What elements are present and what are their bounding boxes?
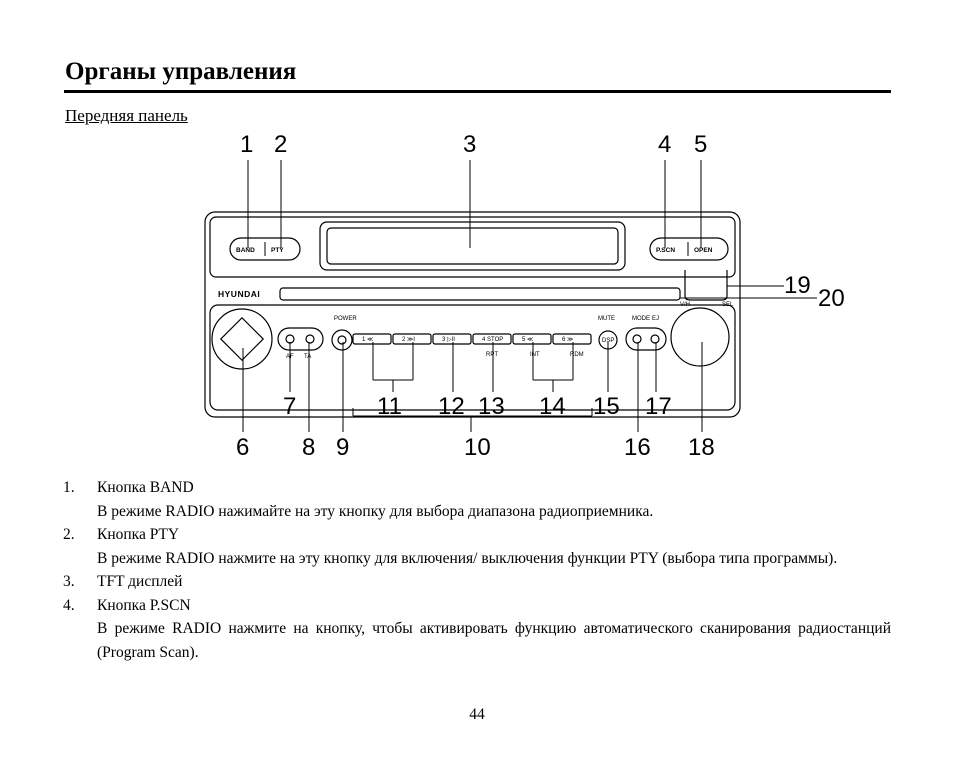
power-button xyxy=(331,329,353,351)
power-label: POWER xyxy=(334,316,357,322)
callout-15: 15 xyxy=(593,393,620,420)
list-item: 4. Кнопка P.SCN В режиме RADIO нажмите н… xyxy=(63,594,891,665)
dsp-label: DSP xyxy=(602,338,614,344)
panel-body xyxy=(204,211,741,418)
joystick-knob xyxy=(211,308,273,370)
ta-label: TA xyxy=(304,354,311,360)
sel-label: SEL xyxy=(722,302,734,308)
callout-2: 2 xyxy=(274,131,287,158)
preset-label-1: 1 ≪ xyxy=(362,337,373,343)
preset-button-5 xyxy=(512,333,552,345)
ej-label: EJ xyxy=(652,316,659,322)
callout-13: 13 xyxy=(478,393,505,420)
volume-knob xyxy=(670,307,730,367)
panel-lower-section xyxy=(209,304,736,411)
ej-button-dot xyxy=(650,334,660,344)
title-rule xyxy=(64,90,891,93)
callout-5: 5 xyxy=(694,131,707,158)
preset-button-4 xyxy=(472,333,512,345)
callout-8: 8 xyxy=(302,434,315,461)
section-subtitle: Передняя панель xyxy=(65,106,188,125)
af-ta-capsule xyxy=(277,327,324,351)
callout-9: 9 xyxy=(336,434,349,461)
band-label: BAND xyxy=(236,247,255,254)
preset-label-5: 5 ≪ xyxy=(522,337,533,343)
callout-7: 7 xyxy=(283,393,296,420)
item-description: В режиме RADIO нажмите на эту кнопку для… xyxy=(97,549,838,567)
page-number: 44 xyxy=(469,706,485,723)
item-number: 3. xyxy=(63,573,75,590)
callout-17: 17 xyxy=(645,393,672,420)
mode-label: MODE xyxy=(632,316,650,322)
item-description: В режиме RADIO нажимайте на эту кнопку д… xyxy=(97,502,654,520)
controls-list: 1. Кнопка BAND В режиме RADIO нажимайте … xyxy=(63,476,891,664)
callout-10: 10 xyxy=(464,434,491,461)
callout-4: 4 xyxy=(658,131,671,158)
pscn-label: P.SCN xyxy=(656,247,675,254)
preset-button-1 xyxy=(352,333,392,345)
list-item: 1. Кнопка BAND В режиме RADIO нажимайте … xyxy=(63,476,891,523)
open-label: OPEN xyxy=(694,247,713,254)
list-item: 2. Кнопка PTY В режиме RADIO нажмите на … xyxy=(63,523,891,570)
callout-11: 11 xyxy=(377,393,402,420)
rdm-label: RDM xyxy=(570,352,584,358)
callout-20: 20 xyxy=(818,285,845,312)
callout-19: 19 xyxy=(784,272,811,299)
item-description: В режиме RADIO нажмите на кнопку, чтобы … xyxy=(97,620,891,661)
list-item: 3. TFT дисплей xyxy=(63,570,891,594)
vh-label: V/H xyxy=(680,302,690,308)
mute-label: MUTE xyxy=(598,316,615,322)
preset-label-2: 2 ≫I xyxy=(402,337,415,343)
callout-12: 12 xyxy=(438,393,465,420)
callout-6: 6 xyxy=(236,434,249,461)
power-button-inner xyxy=(337,335,347,345)
item-number: 1. xyxy=(63,479,75,496)
item-number: 4. xyxy=(63,596,75,614)
callout-18: 18 xyxy=(688,434,715,461)
tft-display-frame xyxy=(319,221,626,271)
preset-button-3 xyxy=(432,333,472,345)
callout-14: 14 xyxy=(539,393,566,420)
rpt-label: RPT xyxy=(486,352,498,358)
preset-label-4: 4 STOP xyxy=(482,337,503,343)
joystick-diamond xyxy=(219,316,265,362)
mode-ej-capsule xyxy=(625,327,667,351)
mode-button-dot xyxy=(632,334,642,344)
ta-button-dot xyxy=(305,334,315,344)
page-title: Органы управления xyxy=(65,58,297,85)
callout-16: 16 xyxy=(624,434,651,461)
tft-display-screen xyxy=(326,227,619,265)
brand-logo: HYUNDAI xyxy=(218,289,260,299)
int-label: INT xyxy=(530,352,540,358)
callout-1: 1 xyxy=(240,131,253,158)
cd-slot xyxy=(279,287,681,301)
pty-label: PTY xyxy=(271,247,284,254)
item-label: Кнопка PTY xyxy=(97,526,180,543)
item-number: 2. xyxy=(63,526,75,543)
item-label: Кнопка P.SCN xyxy=(97,596,191,614)
pscn-open-capsule xyxy=(649,237,729,261)
preset-button-6 xyxy=(552,333,592,345)
preset-label-6: 6 ≫ xyxy=(562,337,573,343)
item-label: Кнопка BAND xyxy=(97,479,194,496)
callout-3: 3 xyxy=(463,131,476,158)
preset-label-3: 3 ▷II xyxy=(442,337,455,343)
af-button-dot xyxy=(285,334,295,344)
front-panel-diagram: BAND PTY P.SCN OPEN HYUNDAI V/H SEL POWE… xyxy=(200,130,860,465)
item-label: TFT дисплей xyxy=(97,573,183,590)
front-panel-svg: BAND PTY P.SCN OPEN HYUNDAI V/H SEL POWE… xyxy=(204,131,845,461)
sel-tab xyxy=(684,270,728,301)
preset-button-2 xyxy=(392,333,432,345)
band-pty-capsule xyxy=(229,237,301,261)
panel-upper-section xyxy=(209,216,736,278)
